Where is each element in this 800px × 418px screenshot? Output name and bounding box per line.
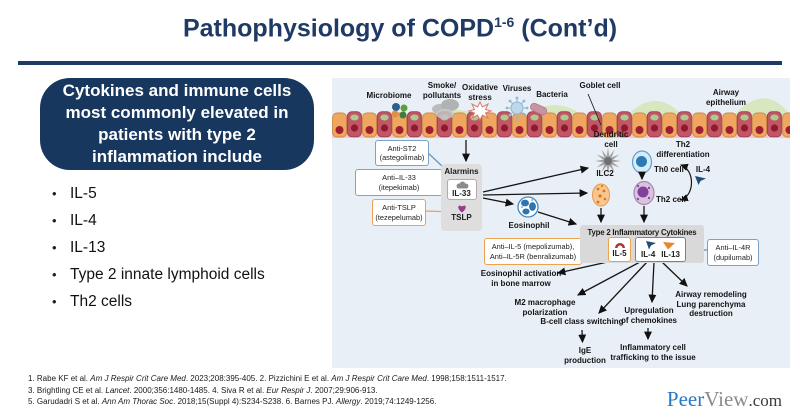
il4-cytokine-icon: [646, 241, 656, 250]
list-item: Th2 cells: [40, 288, 330, 315]
il33-cloud-icon: [456, 181, 468, 189]
peerview-logo[interactable]: PeerView.com: [667, 387, 782, 412]
anti-il33-box: Anti–IL-33 (itepekimab): [355, 169, 443, 196]
diagram-artwork: [332, 93, 790, 344]
reference-line: 1. Rabe KF et al. Am J Respir Crit Care …: [28, 374, 507, 383]
reference-line: 3. Brightling CE et al. Lancet. 2000;356…: [28, 385, 378, 395]
bacteria-label: Bacteria: [536, 90, 568, 99]
il13-label: IL-13: [661, 250, 680, 259]
logo-view: View: [704, 387, 749, 411]
tslp-icon: [457, 205, 466, 213]
oxidative-stress-icon: [467, 100, 493, 122]
il4-cytokine-icon: [695, 176, 706, 185]
airway-epithelium-label: Airway epithelium: [705, 88, 746, 107]
ilc2-label: ILC2: [596, 169, 614, 178]
il33-chip: IL-33: [446, 179, 477, 200]
viruses-label: Viruses: [502, 84, 532, 93]
alarmins-title: Alarmins: [444, 167, 479, 176]
bullet-list: IL-5 IL-4 IL-13 Type 2 innate lymphoid c…: [40, 180, 330, 315]
microbiome-icon: [391, 103, 408, 119]
flow-arrows: [462, 140, 688, 344]
anti-st2-box: Anti-ST2 (astegolimab): [375, 140, 429, 166]
th0-cell-label: Th0 cell: [654, 165, 684, 174]
logo-peer: Peer: [666, 387, 705, 411]
title-divider: [18, 61, 782, 65]
alarmins-box: Alarmins IL-33 TSLP: [441, 164, 482, 231]
callout-text: Cytokines and immune cells most commonly…: [62, 81, 292, 166]
smoke-pollutants-label: Smoke/ pollutants: [422, 81, 462, 100]
type2-cytokines-header: Type 2 Inflammatory Cytokines: [587, 228, 697, 237]
callout-box: Cytokines and immune cells most commonly…: [40, 78, 314, 170]
th0-cell: [631, 150, 653, 174]
th2-cell-label: Th2 cell: [656, 195, 686, 204]
virus-icon: [505, 96, 529, 120]
anti-tslp-box: Anti-TSLP (tezepelumab): [372, 199, 426, 226]
list-item: IL-5: [40, 180, 330, 207]
oxidative-stress-label: Oxidative stress: [461, 83, 498, 102]
tslp-label: TSLP: [451, 213, 472, 222]
anti-il4r-box: Anti–IL-4R (dupilumab): [707, 239, 759, 266]
goblet-pointer-line: [587, 93, 602, 126]
anti-il5-box: Anti–IL-5 (mepolizumab), Anti–IL-5R (ben…: [484, 238, 582, 265]
inflammatory-trafficking-label: Inflammatory cell trafficking to the iss…: [610, 343, 696, 362]
th2-differentiation-label: Th2 differentiation: [656, 140, 710, 159]
logo-com: .com: [748, 391, 782, 410]
il5-label: IL-5: [612, 248, 627, 258]
airway-epithelium-band: [332, 98, 790, 138]
il4-label: IL-4: [641, 250, 656, 259]
diagram-panel: Microbiome Smoke/ pollutants Oxidative s…: [332, 78, 790, 368]
eosinophil-label: Eosinophil: [508, 221, 550, 230]
il13-cytokine-icon: [663, 242, 675, 250]
th2-differentiation-curved-arrow: [680, 163, 693, 202]
reference-line: 5. Garudadri S et al. Ann Am Thorac Soc.…: [28, 397, 437, 406]
th2-cell: [633, 180, 655, 206]
goblet-cell-label: Goblet cell: [579, 81, 621, 90]
ige-production-label: IgE production: [564, 346, 606, 365]
smoke-pollutants-icon: [432, 99, 459, 119]
chemokine-upregulation-label: Upregulation of chemokines: [620, 306, 677, 325]
dendritic-cell: [595, 148, 621, 174]
bacteria-icon: [530, 102, 548, 116]
eosinophil-cell: [517, 196, 539, 218]
references: 1. Rabe KF et al. Am J Respir Crit Care …: [28, 373, 507, 408]
il5-chip: IL-5: [608, 237, 631, 262]
il4-side-label: IL-4: [695, 165, 711, 174]
bcell-switching-label: B-cell class switching: [540, 317, 624, 326]
eosinophil-activation-label: Eosinophil activation in bone marrow: [480, 269, 562, 288]
list-item: IL-4: [40, 207, 330, 234]
il5-cytokine-icon: [614, 242, 625, 248]
title-superscript: 1-6: [494, 14, 515, 30]
airway-remodeling-label: Airway remodeling Lung parenchyma destru…: [675, 290, 747, 318]
list-item: IL-13: [40, 234, 330, 261]
dendritic-cell-label: Dendritic cell: [593, 130, 629, 149]
type2-cytokines-box: Type 2 Inflammatory Cytokines IL-5 IL-4 …: [580, 225, 704, 263]
page-title: Pathophysiology of COPD1-6 (Cont’d): [182, 14, 618, 43]
il33-label: IL-33: [452, 189, 471, 198]
m2-macrophage-label: M2 macrophage polarization: [514, 298, 576, 317]
list-item: Type 2 innate lymphoid cells: [40, 261, 330, 288]
microbiome-label: Microbiome: [366, 91, 412, 100]
ilc2-cell: [592, 183, 610, 207]
il4-il13-chip: IL-4 IL-13: [635, 237, 686, 262]
